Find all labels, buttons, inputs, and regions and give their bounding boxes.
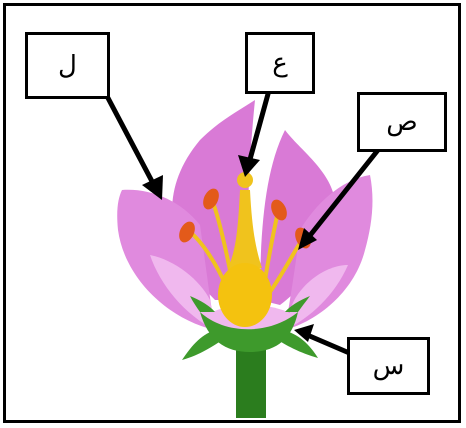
stigma <box>237 172 253 188</box>
arrowhead-anther <box>298 228 317 250</box>
label-petal-text: ل <box>58 50 77 81</box>
anther-3 <box>271 199 287 221</box>
arrowhead-sepal <box>294 324 314 342</box>
arrow-petal <box>105 95 158 190</box>
arrowhead-stigma <box>238 155 260 177</box>
label-anther-text: ص <box>386 107 418 137</box>
arrow-anther <box>305 147 381 241</box>
label-stigma-text: ع <box>272 48 288 78</box>
label-stigma: ع <box>245 32 315 94</box>
stem <box>236 345 266 418</box>
anther-1 <box>179 221 195 243</box>
petal-left-inner <box>150 255 215 330</box>
arrowhead-petal <box>142 175 163 200</box>
ovary <box>218 263 272 327</box>
anther-2 <box>203 188 219 210</box>
arrow-stigma <box>246 91 271 166</box>
label-anther: ص <box>357 92 447 152</box>
label-sepal-text: س <box>372 351 405 381</box>
petal-right-inner <box>285 265 348 330</box>
sepal-right-tip <box>285 296 310 312</box>
arrow-sepal <box>302 331 357 358</box>
sepal-left <box>182 330 225 360</box>
sepal-base <box>200 312 298 352</box>
label-sepal: س <box>347 337 430 395</box>
label-petal: ل <box>25 32 110 99</box>
sepal-right <box>275 330 318 358</box>
style <box>228 190 262 268</box>
sepal-left-tip <box>190 296 215 312</box>
